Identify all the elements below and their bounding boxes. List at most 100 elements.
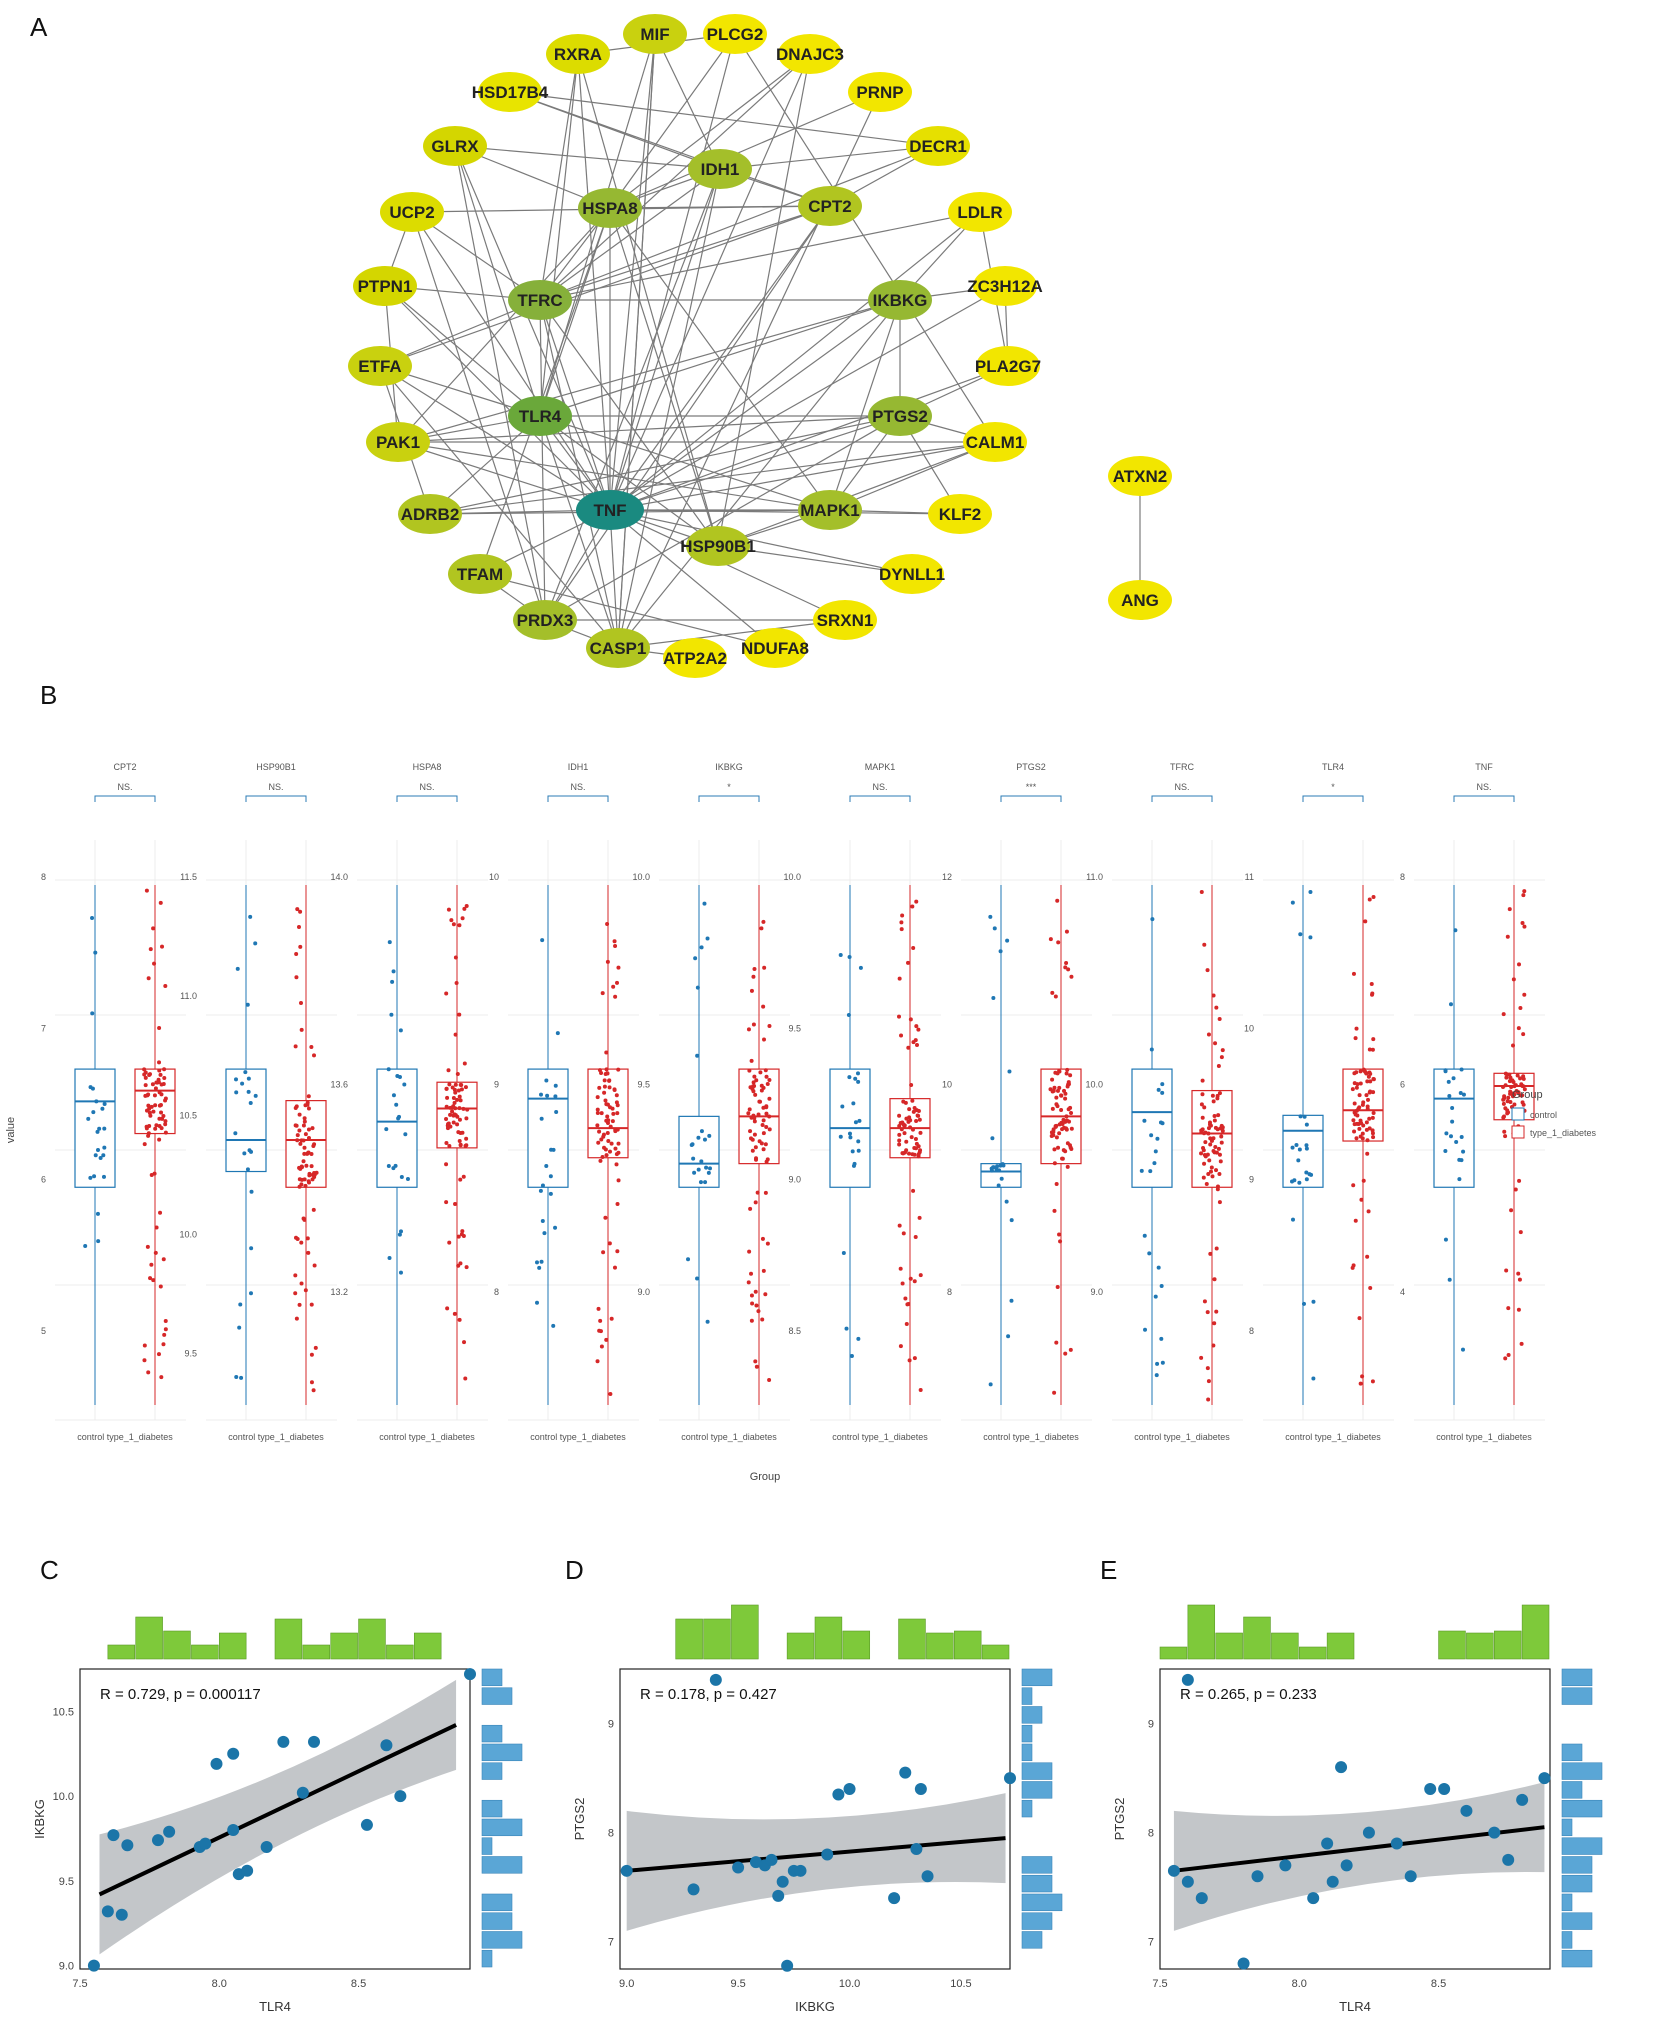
data-point: [456, 1088, 461, 1093]
network-node: ADRB2: [398, 494, 462, 534]
data-point: [1004, 1199, 1009, 1204]
data-point: [1214, 1309, 1219, 1314]
data-point: [858, 965, 863, 970]
data-point: [838, 953, 843, 958]
data-point: [695, 1276, 700, 1281]
boxplot-y-tick: 9.5: [184, 1349, 197, 1359]
data-point: [1459, 1067, 1464, 1072]
boxplot-gene-title: HSP90B1: [256, 762, 296, 772]
marginal-y-bar: [481, 1668, 503, 1687]
marginal-y-bar: [1561, 1912, 1593, 1930]
data-point: [399, 1229, 404, 1234]
data-point: [1515, 1073, 1520, 1078]
data-point: [1199, 1102, 1204, 1107]
data-point: [1368, 1286, 1373, 1291]
data-point: [1142, 1118, 1147, 1123]
data-point: [988, 914, 993, 919]
data-point: [95, 1129, 100, 1134]
x-tick: 9.5: [730, 1978, 745, 1990]
data-point: [1512, 1102, 1517, 1107]
data-point: [1203, 1140, 1208, 1145]
data-point: [160, 1116, 165, 1121]
network-node-ellipse: [423, 126, 487, 166]
data-point: [1206, 1171, 1211, 1176]
x-tick: 7.5: [1152, 1978, 1167, 1990]
data-point: [916, 1113, 921, 1118]
data-point: [1217, 1016, 1222, 1021]
data-point: [705, 1319, 710, 1324]
network-node-ellipse: [880, 554, 944, 594]
data-point: [604, 1067, 609, 1072]
network-node: CALM1: [963, 422, 1027, 462]
data-point: [1501, 1012, 1506, 1017]
data-point: [162, 1067, 167, 1072]
data-point: [303, 1183, 308, 1188]
data-point: [307, 1173, 312, 1178]
box: [587, 1068, 629, 1159]
data-point: [1506, 1095, 1511, 1100]
data-point: [613, 944, 618, 949]
marginal-y-bar: [1021, 1856, 1053, 1874]
data-point: [1308, 890, 1313, 895]
data-point: [161, 1342, 166, 1347]
data-point: [604, 1337, 609, 1342]
data-point: [595, 1107, 600, 1112]
y-axis-label: PTGS2: [572, 1798, 587, 1841]
network-edge: [544, 168, 721, 621]
data-point: [761, 1268, 766, 1273]
data-point: [302, 1151, 307, 1156]
significance-bracket: [1453, 795, 1515, 802]
data-point: [153, 1103, 158, 1108]
data-point: [691, 1156, 696, 1161]
data-point: [309, 1152, 314, 1157]
data-point: [452, 1100, 457, 1105]
data-point: [601, 1250, 606, 1255]
data-point: [146, 976, 151, 981]
data-point: [1217, 1172, 1222, 1177]
data-point: [453, 955, 458, 960]
data-point: [463, 1143, 468, 1148]
data-point: [909, 1135, 914, 1140]
data-point: [464, 1136, 469, 1141]
data-point: [1063, 1149, 1068, 1154]
data-point: [1351, 971, 1356, 976]
data-point: [295, 1138, 300, 1143]
data-point: [605, 1071, 610, 1076]
data-point: [761, 1147, 766, 1152]
data-point: [1364, 1071, 1369, 1076]
data-point: [1448, 1134, 1453, 1139]
scatter-point: [1404, 1870, 1417, 1883]
data-point: [1202, 1161, 1207, 1166]
network-node: DNAJC3: [776, 34, 844, 74]
y-tick: 10.0: [53, 1791, 74, 1803]
data-point: [898, 1344, 903, 1349]
data-point: [904, 1139, 909, 1144]
data-point: [759, 1141, 764, 1146]
network-edge: [539, 299, 546, 621]
data-point: [1211, 1343, 1216, 1348]
data-point: [161, 1257, 166, 1262]
data-point: [616, 1141, 621, 1146]
scatter-point: [115, 1908, 128, 1921]
data-point: [1068, 1105, 1073, 1110]
data-point: [849, 1354, 854, 1359]
network-edge: [617, 619, 846, 649]
scatter-point: [843, 1783, 856, 1795]
data-point: [1053, 994, 1058, 999]
network-node-ellipse: [513, 600, 577, 640]
data-point: [1501, 1097, 1506, 1102]
boxplot-y-tick: 10: [942, 1079, 952, 1089]
data-point: [148, 947, 153, 952]
network-edge: [384, 285, 611, 511]
network-node: DECR1: [906, 126, 970, 166]
data-point: [154, 1225, 159, 1230]
data-point: [1518, 1093, 1523, 1098]
marginal-x-bar: [814, 1616, 843, 1660]
network-node-label: LDLR: [957, 203, 1002, 222]
data-point: [1506, 1306, 1511, 1311]
boxplot-y-tick: 10.0: [179, 1229, 197, 1239]
data-point: [1447, 1094, 1452, 1099]
data-point: [703, 1180, 708, 1185]
data-point: [1069, 1126, 1074, 1131]
data-point: [1049, 1134, 1054, 1139]
